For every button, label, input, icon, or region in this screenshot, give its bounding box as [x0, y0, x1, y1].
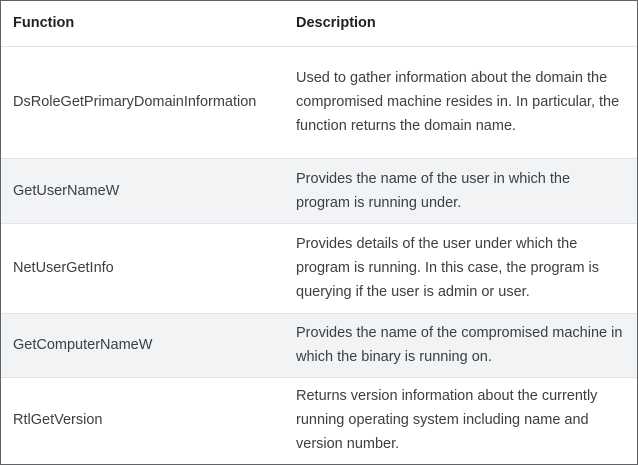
- table-row: GetComputerNameW Provides the name of th…: [1, 313, 637, 378]
- function-name: GetUserNameW: [1, 158, 287, 224]
- table-row: NetUserGetInfo Provides details of the u…: [1, 223, 637, 314]
- function-name: RtlGetVersion: [13, 411, 103, 428]
- function-description: Used to gather information about the dom…: [287, 46, 637, 159]
- function-description: Returns version information about the cu…: [296, 387, 598, 452]
- function-name: DsRoleGetPrimaryDomainInformation: [1, 46, 287, 159]
- function-name: NetUserGetInfo: [1, 223, 287, 314]
- function-name: GetComputerNameW: [1, 313, 287, 378]
- function-description: Provides details of the user under which…: [287, 223, 637, 314]
- table-row: RtlGetVersion Returns version informatio…: [1, 377, 637, 462]
- function-description: Provides the name of the compromised mac…: [287, 313, 637, 378]
- table-row: GetUserNameW Provides the name of the us…: [1, 158, 637, 224]
- function-description: Provides the name of the user in which t…: [287, 158, 637, 224]
- table-header-row: Function Description: [1, 1, 637, 47]
- header-description: Description: [287, 1, 637, 47]
- table-row: DsRoleGetPrimaryDomainInformation Used t…: [1, 46, 637, 159]
- header-function: Function: [1, 1, 287, 47]
